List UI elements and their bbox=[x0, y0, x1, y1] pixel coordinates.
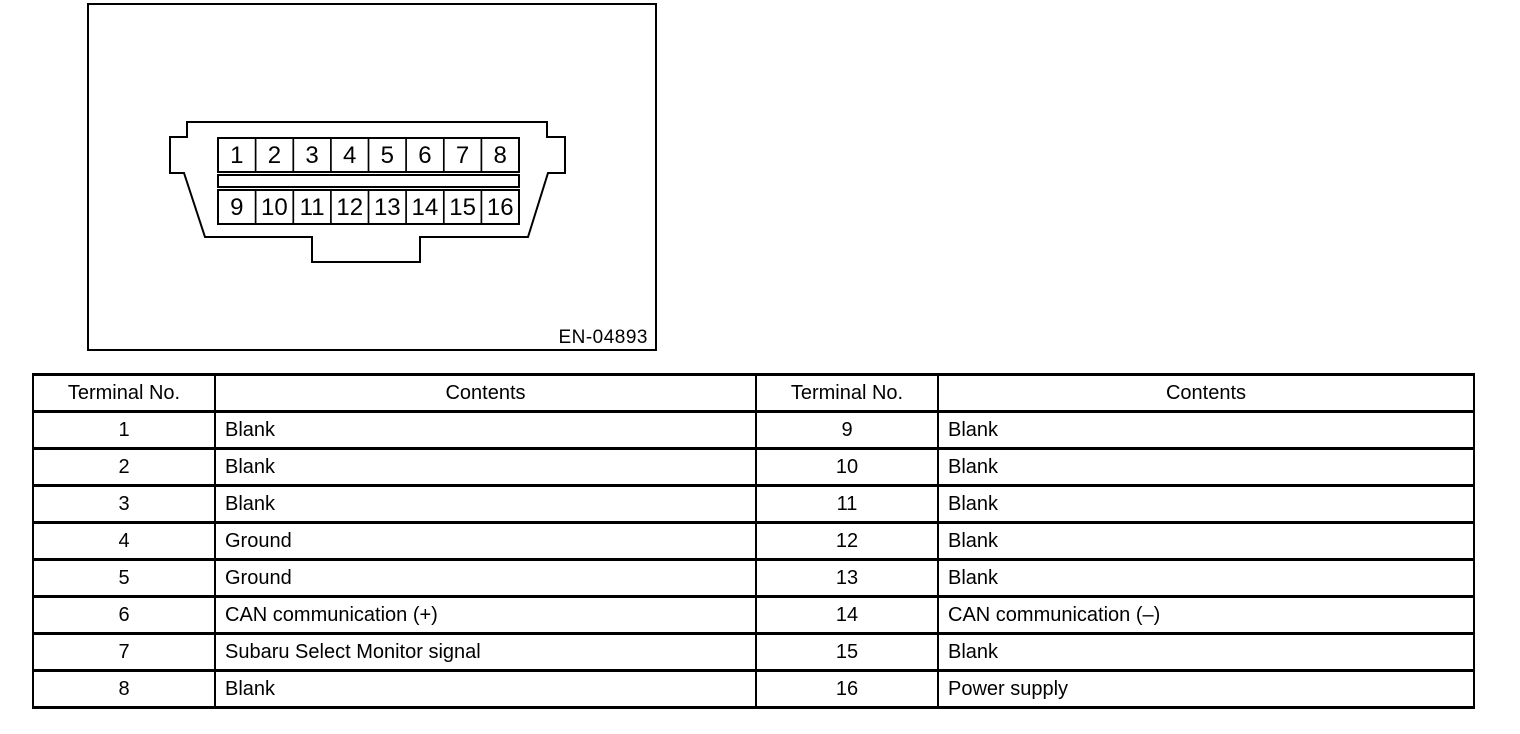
table-row: 1 Blank 9 Blank bbox=[32, 410, 1475, 450]
pin-cell-dividers bbox=[254, 138, 483, 224]
pin-number: 4 bbox=[343, 142, 356, 169]
contents-cell: Blank bbox=[214, 669, 757, 709]
terminal-no-cell: 12 bbox=[755, 521, 939, 561]
pin-number: 9 bbox=[230, 194, 243, 221]
connector-middle-strip bbox=[217, 174, 520, 188]
contents-cell: Blank bbox=[937, 484, 1475, 524]
pin-number: 14 bbox=[412, 194, 439, 221]
pin-number: 15 bbox=[449, 194, 476, 221]
pin-number: 5 bbox=[381, 142, 394, 169]
terminal-no-cell: 1 bbox=[32, 410, 216, 450]
pin-number: 2 bbox=[268, 142, 281, 169]
pin-number: 7 bbox=[456, 142, 469, 169]
contents-cell: Blank bbox=[214, 410, 757, 450]
header-contents-left: Contents bbox=[214, 373, 757, 413]
connector-figure-box: 1 2 3 4 5 6 7 8 9 10 11 12 13 14 15 16 E… bbox=[87, 3, 657, 351]
terminal-table: Terminal No. Contents Terminal No. Conte… bbox=[32, 373, 1475, 709]
pin-number: 16 bbox=[487, 194, 514, 221]
contents-cell: Blank bbox=[937, 410, 1475, 450]
contents-cell: CAN communication (+) bbox=[214, 595, 757, 635]
terminal-no-cell: 14 bbox=[755, 595, 939, 635]
terminal-no-cell: 15 bbox=[755, 632, 939, 672]
table-header-row: Terminal No. Contents Terminal No. Conte… bbox=[32, 373, 1475, 413]
contents-cell: Power supply bbox=[937, 669, 1475, 709]
terminal-no-cell: 9 bbox=[755, 410, 939, 450]
data-link-connector-diagram: 1 2 3 4 5 6 7 8 9 10 11 12 13 14 15 16 bbox=[169, 121, 566, 263]
contents-cell: Blank bbox=[937, 521, 1475, 561]
pin-number: 1 bbox=[230, 142, 243, 169]
contents-cell: Ground bbox=[214, 558, 757, 598]
contents-cell: Blank bbox=[937, 447, 1475, 487]
terminal-no-cell: 3 bbox=[32, 484, 216, 524]
contents-cell: Blank bbox=[214, 484, 757, 524]
table-row: 2 Blank 10 Blank bbox=[32, 447, 1475, 487]
pin-number: 12 bbox=[336, 194, 363, 221]
terminal-no-cell: 8 bbox=[32, 669, 216, 709]
pin-number: 10 bbox=[261, 194, 288, 221]
pin-number: 8 bbox=[494, 142, 507, 169]
table-row: 8 Blank 16 Power supply bbox=[32, 669, 1475, 709]
figure-code-label: EN-04893 bbox=[558, 327, 648, 348]
terminal-no-cell: 11 bbox=[755, 484, 939, 524]
pin-number: 6 bbox=[418, 142, 431, 169]
table-row: 4 Ground 12 Blank bbox=[32, 521, 1475, 561]
table-row: 3 Blank 11 Blank bbox=[32, 484, 1475, 524]
table-row: 5 Ground 13 Blank bbox=[32, 558, 1475, 598]
connector-outline bbox=[169, 121, 566, 263]
header-contents-right: Contents bbox=[937, 373, 1475, 413]
terminal-no-cell: 2 bbox=[32, 447, 216, 487]
contents-cell: Subaru Select Monitor signal bbox=[214, 632, 757, 672]
header-terminal-no-left: Terminal No. bbox=[32, 373, 216, 413]
table-row: 7 Subaru Select Monitor signal 15 Blank bbox=[32, 632, 1475, 672]
terminal-no-cell: 7 bbox=[32, 632, 216, 672]
terminal-no-cell: 16 bbox=[755, 669, 939, 709]
terminal-no-cell: 13 bbox=[755, 558, 939, 598]
contents-cell: Blank bbox=[937, 558, 1475, 598]
terminal-no-cell: 5 bbox=[32, 558, 216, 598]
header-terminal-no-right: Terminal No. bbox=[755, 373, 939, 413]
pin-number: 13 bbox=[374, 194, 401, 221]
terminal-no-cell: 6 bbox=[32, 595, 216, 635]
contents-cell: CAN communication (–) bbox=[937, 595, 1475, 635]
contents-cell: Blank bbox=[937, 632, 1475, 672]
contents-cell: Ground bbox=[214, 521, 757, 561]
table-row: 6 CAN communication (+) 14 CAN communica… bbox=[32, 595, 1475, 635]
pin-number: 11 bbox=[300, 194, 325, 221]
terminal-no-cell: 4 bbox=[32, 521, 216, 561]
pin-number: 3 bbox=[305, 142, 318, 169]
terminal-no-cell: 10 bbox=[755, 447, 939, 487]
contents-cell: Blank bbox=[214, 447, 757, 487]
